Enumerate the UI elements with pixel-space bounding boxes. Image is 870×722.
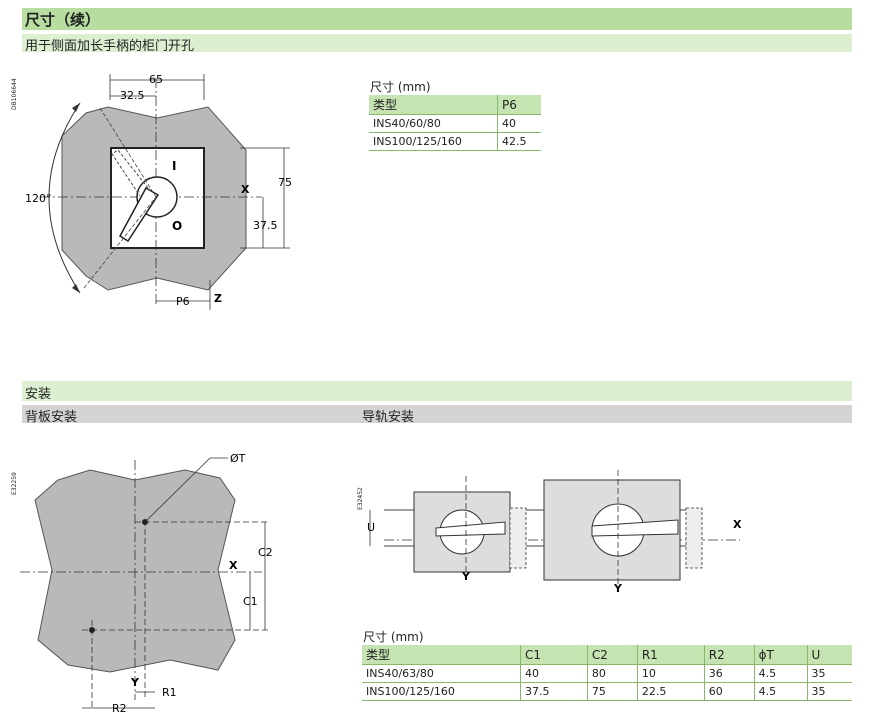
table-cell: 36 [703,664,755,683]
axis-x-label: X [241,183,250,196]
table-header-cell: 类型 [369,95,498,115]
backplate-mount-drawing: ØT C2 C1 X R1 Y R2 [20,452,273,715]
table2: 类型 C1 C2 R1 R2 ϕT U INS40/63/80 40 80 10… [362,645,852,701]
rail-mount-label: 导轨安装 [362,410,415,425]
axis-z-label: Z [214,292,222,305]
table-row: INS40/60/80 40 [369,114,541,133]
table-cell: 4.5 [753,664,808,683]
diameter-label: ØT [230,452,246,465]
table-cell: INS40/63/80 [362,664,521,683]
table-header-cell: U [806,645,852,665]
table-row: INS100/125/160 42.5 [369,132,541,151]
table2-caption: 尺寸 (mm) [363,630,424,644]
page-title: 尺寸（续） [25,11,101,29]
table-header-row: 类型 C1 C2 R1 R2 ϕT U [362,645,852,665]
axis-y-label-3: Y [461,570,471,583]
backplate-mount-label: 背板安装 [25,410,78,425]
table-cell: 35 [806,664,852,683]
handle [119,186,160,243]
table1-caption: 尺寸 (mm) [370,80,431,94]
table-cell: 35 [806,682,852,701]
table-cell: INS100/125/160 [369,132,498,151]
table-row: INS40/63/80 40 80 10 36 4.5 35 [362,664,852,683]
install-title-bar: 安装 [22,381,852,402]
table-cell: INS100/125/160 [362,682,521,701]
table-cell: 40 [520,664,588,683]
axis-x-label-3: X [733,518,742,531]
install-subtitle-bar: 背板安装 导轨安装 [22,405,852,425]
table-cell: 4.5 [753,682,808,701]
table-cell: 10 [636,664,705,683]
dim-75: 75 [278,176,292,189]
door-cutout-drawing: 120° 65 32.5 75 37.5 X I O P6 Z [25,73,292,310]
axis-y-label-2: Y [130,676,140,689]
table-cell: 22.5 [636,682,705,701]
table-cell: 37.5 [520,682,588,701]
table-header-cell: C2 [586,645,638,665]
title-bar: 尺寸（续） [22,8,852,30]
r2-label: R2 [112,702,127,715]
dim-65: 65 [149,73,163,86]
table-cell: 80 [586,664,638,683]
table-cell: 60 [703,682,755,701]
table-cell: 75 [586,682,638,701]
table-row: INS100/125/160 37.5 75 22.5 60 4.5 35 [362,682,852,701]
angle-label: 120° [25,192,52,205]
table-header-cell: R1 [636,645,705,665]
axis-y-label-4: Y [613,582,623,595]
page-subtitle: 用于侧面加长手柄的柜门开孔 [25,39,195,54]
table-header-cell: R2 [703,645,755,665]
mount-hole [89,627,95,633]
dim-p6: P6 [176,295,190,308]
pos-off-label: O [172,219,182,233]
table-header-cell: ϕT [753,645,808,665]
table-cell: INS40/60/80 [369,114,498,133]
table1: 类型 P6 INS40/60/80 40 INS100/125/160 42.5 [369,95,541,151]
table-header-cell: 类型 [362,645,521,665]
dim-32-5: 32.5 [120,89,145,102]
pos-on-label: I [172,159,176,173]
subtitle-bar: 用于侧面加长手柄的柜门开孔 [22,34,852,54]
dim-37-5: 37.5 [253,219,278,232]
r1-label: R1 [162,686,177,699]
table-header-cell: C1 [520,645,588,665]
axis-x-label-2: X [229,559,238,572]
table-cell: 40 [496,114,541,133]
install-title: 安装 [25,387,52,402]
table-header-cell: P6 [496,95,541,115]
c2-label: C2 [258,546,273,559]
table-cell: 42.5 [496,132,541,151]
table-header-row: 类型 P6 [369,95,541,115]
u-label: U [367,521,375,534]
